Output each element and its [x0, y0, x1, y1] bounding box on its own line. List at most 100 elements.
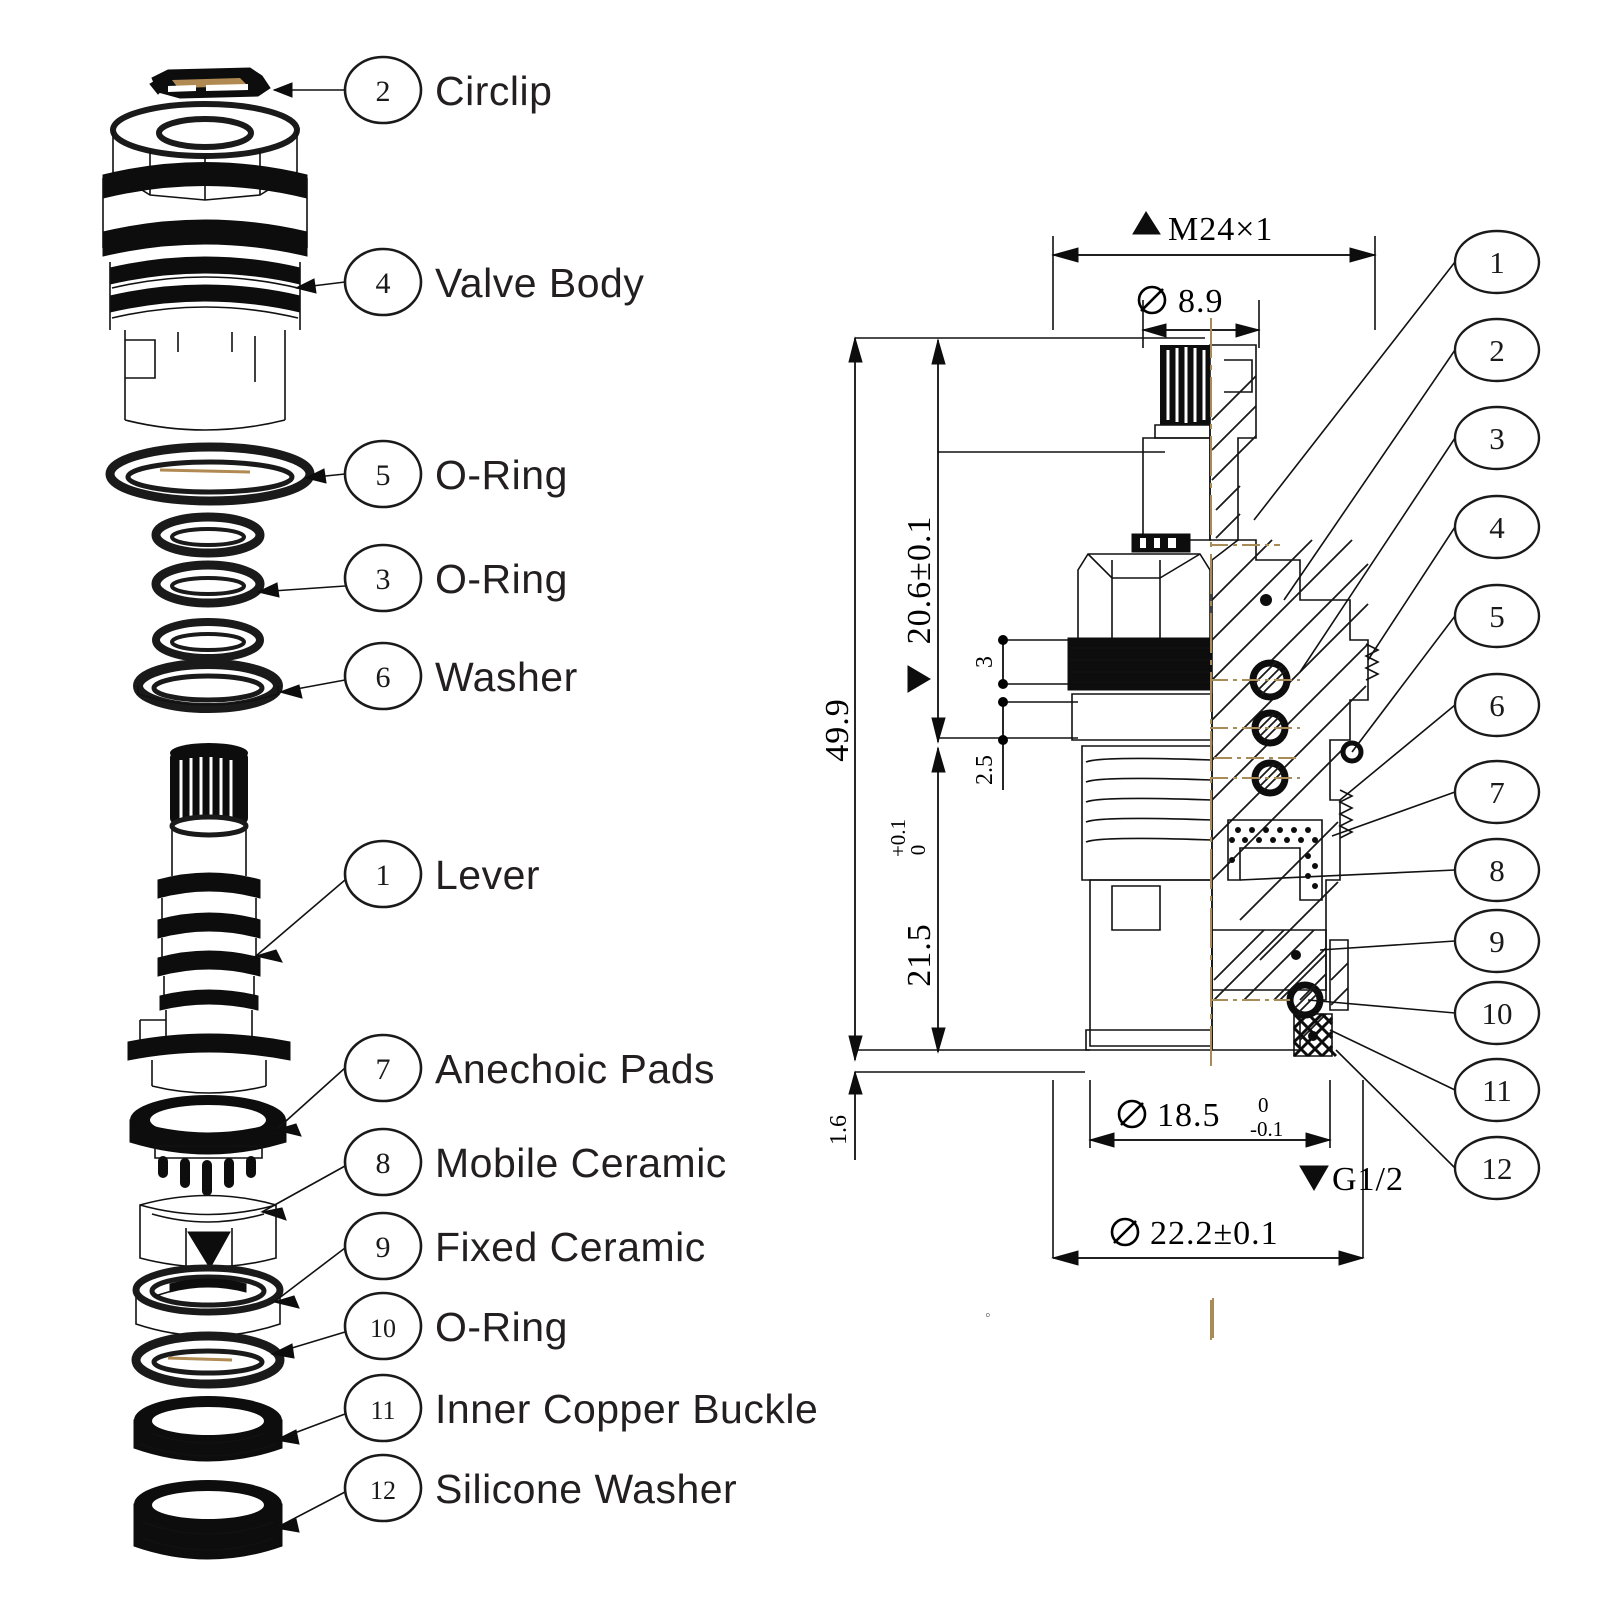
- callout-circle: [1453, 672, 1541, 738]
- dim-overall-height: 49.9: [819, 336, 863, 1062]
- section-callout-4[interactable]: 4: [1453, 494, 1541, 560]
- callout-number: 1: [1489, 245, 1505, 280]
- balloon-circle: [343, 1453, 423, 1523]
- balloon-circle: [343, 1291, 423, 1361]
- exploded-view: [102, 67, 346, 1560]
- dim-mid-diameter: 18.5 0 -0.1: [1088, 1093, 1332, 1148]
- section-callout-1[interactable]: 1: [1453, 229, 1541, 295]
- part-silicone-washer: [133, 1480, 283, 1560]
- part-label-10: O-Ring: [435, 1304, 568, 1350]
- callout-number: 10: [1482, 996, 1513, 1031]
- part-washer-6: [133, 659, 283, 713]
- callout-circle: [1453, 405, 1541, 471]
- part-label-6: Washer: [435, 654, 578, 700]
- section-callout-10[interactable]: 10: [1453, 980, 1541, 1046]
- callout-circle: [1453, 1135, 1541, 1201]
- dim-stack-3-text: 3: [972, 656, 998, 668]
- balloon-number: 7: [376, 1053, 391, 1086]
- section-callout-7[interactable]: 7: [1453, 759, 1541, 825]
- balloon-circle: [343, 1373, 423, 1443]
- balloon-number: 3: [376, 563, 391, 596]
- dim-lower-height-text: 21.5: [901, 923, 938, 987]
- exploded-part-10[interactable]: 10 O-Ring: [343, 1291, 568, 1361]
- dim-upper-height: 20.6±0.1: [901, 338, 946, 744]
- triangle-symbol-206: [907, 665, 931, 693]
- callout-circle: [1453, 980, 1541, 1046]
- dim-bore-top-text: 8.9: [1178, 283, 1224, 320]
- balloon-number: 6: [376, 661, 391, 694]
- part-label-1: Lever: [435, 852, 540, 898]
- anechoic-pad-section: [1227, 819, 1323, 901]
- section-callout-6[interactable]: 6: [1453, 672, 1541, 738]
- balloon-circle: [343, 1127, 423, 1197]
- section-callout-3[interactable]: 3: [1453, 405, 1541, 471]
- dim-thread-top-text: M24×1: [1168, 211, 1273, 248]
- balloon-circle: [343, 439, 423, 509]
- callout-circle: [1453, 759, 1541, 825]
- dim-mid-diameter-tol-upper: 0: [1258, 1093, 1269, 1117]
- balloon-circle: [343, 839, 423, 909]
- stray-mark: ◦: [985, 1307, 991, 1324]
- balloon-circle: [343, 543, 423, 613]
- balloon-circle: [343, 1033, 423, 1103]
- callout-number: 5: [1489, 599, 1505, 634]
- section-callout-11[interactable]: 11: [1453, 1057, 1541, 1123]
- balloon-number: 12: [370, 1476, 396, 1505]
- diameter-symbol-mid: [1117, 1099, 1147, 1129]
- balloon-circle: [343, 1211, 423, 1281]
- centerline-oring-marks: [1210, 544, 1300, 1001]
- dim-stack-2-5-text: 2.5: [972, 755, 998, 785]
- part-label-3: O-Ring: [435, 556, 568, 602]
- exploded-part-3[interactable]: 3 O-Ring: [343, 543, 568, 613]
- balloon-circle: [343, 247, 423, 317]
- callout-number: 4: [1489, 510, 1505, 545]
- section-callout-leaders: [1239, 261, 1456, 1169]
- section-callout-2[interactable]: 2: [1453, 317, 1541, 383]
- callout-number: 6: [1489, 688, 1505, 723]
- section-callout-12[interactable]: 12: [1453, 1135, 1541, 1201]
- exploded-leaders: [254, 82, 346, 1533]
- section-callout-9[interactable]: 9: [1453, 908, 1541, 974]
- witness-lines: [855, 236, 1376, 1258]
- callout-circle: [1453, 317, 1541, 383]
- part-lever: [127, 743, 291, 1094]
- dim-stack-3: 3: [972, 635, 1008, 689]
- dim-thread-top: M24×1: [1051, 211, 1377, 263]
- balloon-number: 9: [376, 1231, 391, 1264]
- dim-bore-top: 8.9: [1137, 283, 1261, 338]
- section-callout-8[interactable]: 8: [1453, 837, 1541, 903]
- dim-lower-height-tol-upper: +0.1: [886, 819, 910, 857]
- section-view: M24×1 8.9 49.9 20.6±0.1: [819, 211, 1456, 1340]
- dim-overall-height-text: 49.9: [819, 698, 856, 762]
- part-oring-5: [105, 442, 315, 506]
- part-label-12: Silicone Washer: [435, 1466, 737, 1512]
- exploded-part-6[interactable]: 6 Washer: [343, 641, 578, 711]
- callout-circle: [1453, 908, 1541, 974]
- part-mobile-ceramic: [139, 1194, 277, 1269]
- balloon-number: 10: [370, 1314, 396, 1343]
- dim-stack-2-5: 2.5: [972, 697, 1008, 790]
- dim-upper-height-text: 20.6±0.1: [901, 516, 938, 645]
- part-label-2: Circlip: [435, 68, 552, 114]
- triangle-symbol-m24: [1132, 211, 1161, 235]
- triangle-symbol-g12: [1299, 1165, 1329, 1191]
- dim-mid-diameter-text: 18.5: [1157, 1097, 1221, 1134]
- callout-circle: [1453, 837, 1541, 903]
- callout-circle: [1453, 229, 1541, 295]
- section-callout-5[interactable]: 5: [1453, 583, 1541, 649]
- diameter-symbol-outer: [1110, 1217, 1140, 1247]
- dim-outer-diameter: 22.2±0.1: [1051, 1215, 1365, 1266]
- callout-number: 2: [1489, 333, 1505, 368]
- balloon-number: 4: [376, 267, 391, 300]
- exploded-part-12[interactable]: 12 Silicone Washer: [343, 1453, 737, 1523]
- dim-base-thickness: 1.6: [826, 1070, 863, 1160]
